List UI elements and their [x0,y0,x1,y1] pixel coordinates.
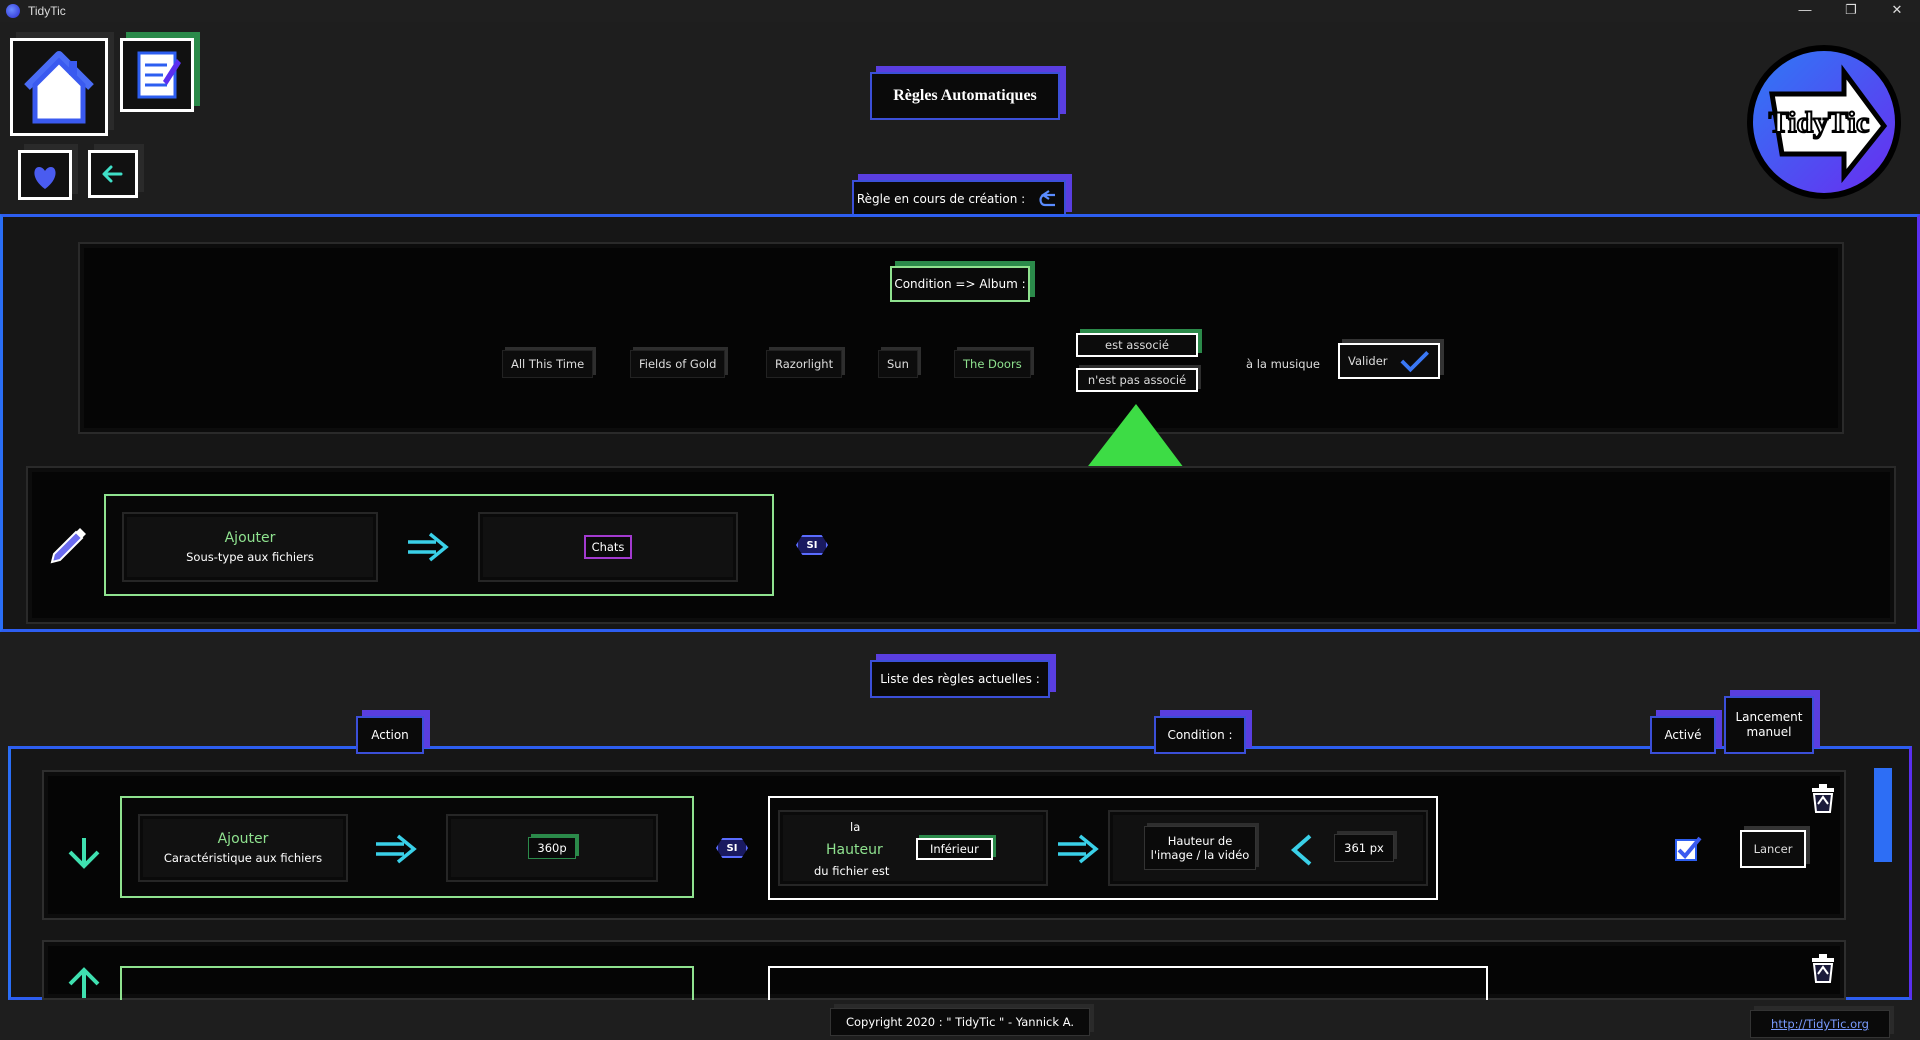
favorites-button[interactable] [18,150,72,200]
action-value-box[interactable]: Chats [478,512,738,582]
window-titlebar: TidyTic — ❐ ✕ [0,0,1920,22]
window-title: TidyTic [28,4,66,18]
operator-select[interactable]: Inférieur [916,838,993,860]
creation-header: Règle en cours de création : [852,180,1066,218]
si-badge: SI [796,535,828,555]
scrollbar-thumb[interactable] [1874,768,1892,862]
action-verb-box[interactable]: Ajouter Sous-type aux fichiers [122,512,378,582]
home-icon [24,51,94,124]
action-target: Sous-type aux fichiers [186,550,314,564]
close-button[interactable]: ✕ [1891,2,1903,17]
album-option[interactable]: Razorlight [766,350,843,378]
album-option[interactable]: Sun [878,350,918,378]
est-associe-option[interactable]: est associé [1076,333,1198,357]
move-up-icon[interactable] [64,966,104,1000]
heart-icon [34,167,56,189]
less-than-icon [1290,834,1312,866]
album-option[interactable]: Fields of Gold [630,350,726,378]
col-condition-header: Condition : [1154,716,1246,754]
website-link[interactable]: http://TidyTic.org [1750,1010,1890,1038]
rule-compare-field: Hauteur de l'image / la vidéo [1144,826,1256,870]
page-title: Règles Automatiques [870,72,1060,120]
back-button[interactable] [88,150,138,198]
col-action-header: Action [356,716,424,754]
rule-compare-box[interactable]: Hauteur de l'image / la vidéo 361 px [1108,810,1428,886]
condition-title-label: Condition => Album : [894,277,1026,291]
document-edit-icon [137,51,181,99]
trash-icon[interactable] [1808,782,1838,814]
condition-title: Condition => Album : [890,266,1030,302]
si-badge: SI [716,838,748,858]
rule-cond-field: Hauteur [826,842,883,858]
rule-condition-frame [768,966,1488,1000]
checkmark-icon [1399,351,1429,373]
trash-icon[interactable] [1808,952,1838,984]
launch-button[interactable]: Lancer [1740,830,1806,868]
rule-cond-the: la [850,820,861,834]
action-verb: Ajouter [224,530,276,546]
suffix-label: à la musique [1246,357,1320,371]
active-checkbox[interactable] [1674,836,1702,862]
creation-header-label: Règle en cours de création : [856,192,1026,206]
copyright: Copyright 2020 : " TidyTic " - Yannick A… [830,1008,1090,1036]
rule-action-verb: Ajouter [217,831,269,847]
rules-editor-button[interactable] [120,38,194,112]
list-header: Liste des règles actuelles : [870,660,1050,698]
validate-label: Valider [1348,354,1388,368]
minimize-button[interactable]: — [1798,2,1812,17]
maximize-button[interactable]: ❐ [1845,2,1857,17]
rule-action-frame [120,966,694,1000]
move-down-icon[interactable] [64,836,104,870]
undo-icon[interactable] [1035,189,1061,209]
rule-row [42,940,1846,1000]
right-arrow-icon [1058,834,1099,864]
app-icon [6,4,20,18]
right-arrow-icon [376,834,417,864]
nest-pas-associe-option[interactable]: n'est pas associé [1076,368,1198,392]
rule-cond-suffix: du fichier est [814,864,890,878]
rule-action-value: 360p [528,837,576,859]
col-active-header: Activé [1650,716,1716,754]
rule-action-verb-box[interactable]: Ajouter Caractéristique aux fichiers [138,814,348,882]
rule-action-target: Caractéristique aux fichiers [163,851,323,865]
rule-compare-value: 361 px [1334,834,1394,862]
col-manual-header: Lancement manuel [1724,696,1814,754]
album-option[interactable]: All This Time [502,350,594,378]
right-arrow-icon [408,532,449,562]
validate-button[interactable]: Valider [1338,343,1440,379]
rule-action-value-box[interactable]: 360p [446,814,658,882]
home-button[interactable] [10,38,108,136]
pencil-icon[interactable] [46,520,90,564]
list-header-label: Liste des règles actuelles : [880,672,1040,686]
logo-text: TidyTic [1768,105,1871,140]
action-value: Chats [583,535,633,559]
back-arrow-icon [102,165,123,183]
tidytic-logo: TidyTic [1742,42,1902,202]
album-option-selected[interactable]: The Doors [954,350,1031,378]
rule-condition-field-box[interactable]: la Hauteur du fichier est Inférieur [778,810,1048,886]
